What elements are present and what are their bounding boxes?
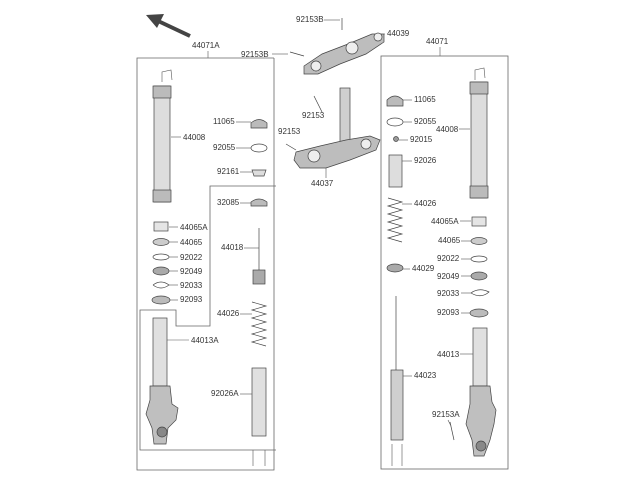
label-44029: 44029 bbox=[412, 264, 435, 273]
label-44008-left: 44008 bbox=[183, 133, 206, 142]
label-92026A: 92026A bbox=[211, 389, 239, 398]
label-92161: 92161 bbox=[217, 167, 240, 176]
label-44013A: 44013A bbox=[191, 336, 219, 345]
right-outer-tube bbox=[469, 67, 489, 199]
assembly-left-label: 44071A bbox=[192, 41, 220, 50]
label-92093-right: 92093 bbox=[437, 308, 460, 317]
label-92033-left: 92033 bbox=[180, 281, 203, 290]
label-92015: 92015 bbox=[410, 135, 433, 144]
label-92153-b: 92153 bbox=[278, 127, 301, 136]
label-92049-left: 92049 bbox=[180, 267, 203, 276]
label-44018: 44018 bbox=[221, 243, 244, 252]
front-arrow-icon bbox=[146, 14, 191, 38]
label-44065-right: 44065 bbox=[438, 236, 461, 245]
label-92093-left: 92093 bbox=[180, 295, 203, 304]
label-32085: 32085 bbox=[217, 198, 240, 207]
label-44008-right: 44008 bbox=[436, 125, 459, 134]
label-92033-right: 92033 bbox=[437, 289, 460, 298]
label-44026-right: 44026 bbox=[414, 199, 437, 208]
left-cartridge-subframe bbox=[139, 185, 276, 451]
label-44026-center: 44026 bbox=[217, 309, 240, 318]
label-44065A-right: 44065A bbox=[431, 217, 459, 226]
label-44013: 44013 bbox=[437, 350, 460, 359]
label-92049-right: 92049 bbox=[437, 272, 460, 281]
lower-triple-clamp bbox=[285, 87, 381, 169]
label-92022-right: 92022 bbox=[437, 254, 460, 263]
assembly-right-label: 44071 bbox=[426, 37, 449, 46]
label-92022-left: 92022 bbox=[180, 253, 203, 262]
left-assembly-frame bbox=[136, 57, 275, 471]
upper-triple-clamp bbox=[289, 18, 385, 75]
label-44023: 44023 bbox=[414, 371, 437, 380]
left-inner-tube bbox=[145, 317, 179, 445]
right-seal-stack bbox=[469, 216, 490, 318]
right-assembly-frame bbox=[380, 55, 509, 470]
label-92153B-top: 92153B bbox=[296, 15, 324, 24]
label-92026: 92026 bbox=[414, 156, 437, 165]
right-cartridge-parts bbox=[386, 95, 404, 466]
label-92055-right: 92055 bbox=[414, 117, 437, 126]
label-92055-center: 92055 bbox=[213, 143, 236, 152]
label-44065A-left: 44065A bbox=[180, 223, 208, 232]
label-44065-left: 44065 bbox=[180, 238, 203, 247]
label-11065-right: 11065 bbox=[414, 95, 436, 104]
label-92153B-mid: 92153B bbox=[241, 50, 269, 59]
center-cartridge-parts bbox=[250, 119, 268, 466]
label-11065-center: 11065 bbox=[213, 117, 235, 126]
right-inner-tube bbox=[449, 327, 497, 457]
left-outer-tube bbox=[152, 69, 173, 203]
left-seal-stack bbox=[151, 221, 171, 305]
label-44039: 44039 bbox=[387, 29, 410, 38]
label-92153A: 92153A bbox=[432, 410, 460, 419]
label-92153-a: 92153 bbox=[302, 111, 325, 120]
label-44037: 44037 bbox=[311, 179, 334, 188]
